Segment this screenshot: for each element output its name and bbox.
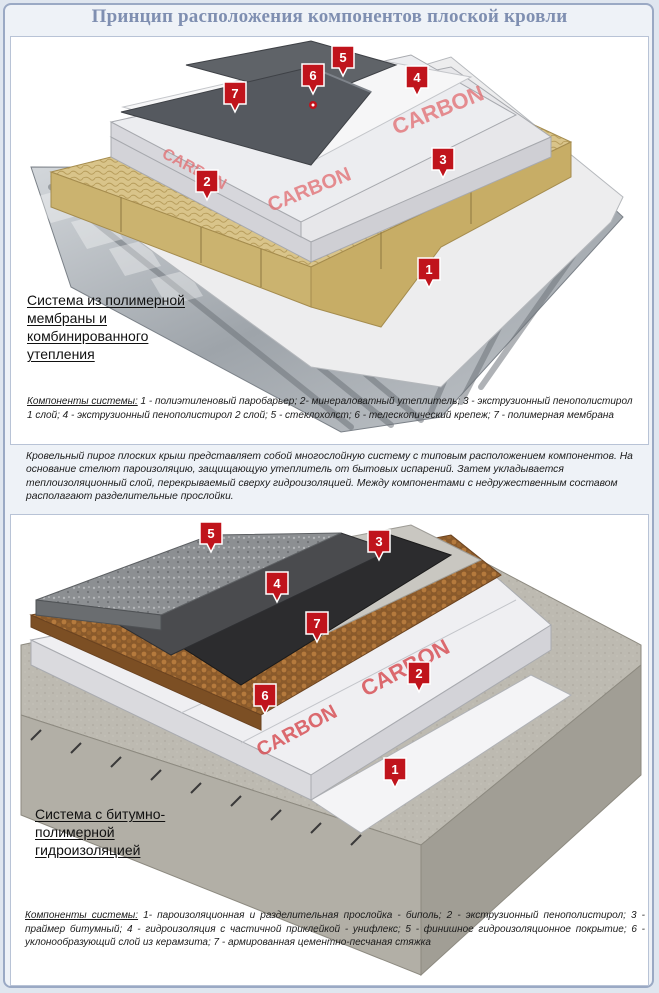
callout-marker-4: 4: [405, 65, 429, 98]
callout-marker-2: 2: [407, 661, 431, 694]
components-text: 1 - полиэтиленовый паробарьер; 2- минера…: [27, 396, 633, 421]
finish-cap-sheet: [35, 532, 342, 631]
callout-number: 5: [207, 526, 214, 541]
vapour-barrier-bipol: [310, 674, 573, 834]
callout-marker-1: 1: [417, 257, 441, 290]
callout-number: 4: [273, 576, 281, 591]
callout-number: 1: [425, 262, 432, 277]
system-title-polymer: Система из полимерной мембраны и комбини…: [27, 292, 185, 362]
callout-number: 1: [391, 762, 398, 777]
callout-number: 3: [375, 534, 382, 549]
callout-number: 2: [203, 174, 210, 189]
callout-marker-2: 2: [195, 169, 219, 202]
callout-marker-6: 6: [301, 63, 325, 96]
callout-number: 7: [231, 86, 238, 101]
callout-marker-7: 7: [223, 81, 247, 114]
callout-number: 7: [313, 616, 320, 631]
telescopic-fastener: [309, 101, 317, 109]
components-list-polymer: Компоненты системы: 1 - полиэтиленовый п…: [27, 395, 637, 422]
callout-number: 6: [261, 688, 268, 703]
callout-number: 6: [309, 68, 316, 83]
components-list-bitumen: Компоненты системы: 1- пароизоляционная …: [25, 909, 645, 950]
callout-number: 3: [439, 152, 446, 167]
callout-marker-3: 3: [367, 529, 391, 562]
callout-marker-4: 4: [265, 571, 289, 604]
callout-marker-5: 5: [199, 521, 223, 554]
system-title-bitumen: Система с битумно-полимерной гидроизоляц…: [35, 806, 166, 858]
components-text: 1- пароизоляционная и разделительная про…: [25, 910, 645, 948]
callout-marker-7: 7: [305, 611, 329, 644]
page-title: Принцип расположения компонентов плоской…: [91, 6, 568, 27]
components-label: Компоненты системы:: [25, 910, 139, 921]
callout-number: 4: [413, 70, 421, 85]
callout-marker-6: 6: [253, 683, 277, 716]
components-label: Компоненты системы:: [27, 396, 138, 407]
callout-number: 5: [339, 50, 346, 65]
callout-marker-5: 5: [331, 45, 355, 78]
description-text: Кровельный пирог плоских крыш представля…: [26, 451, 633, 503]
callout-marker-1: 1: [383, 757, 407, 790]
callout-marker-3: 3: [431, 147, 455, 180]
callout-number: 2: [415, 666, 422, 681]
